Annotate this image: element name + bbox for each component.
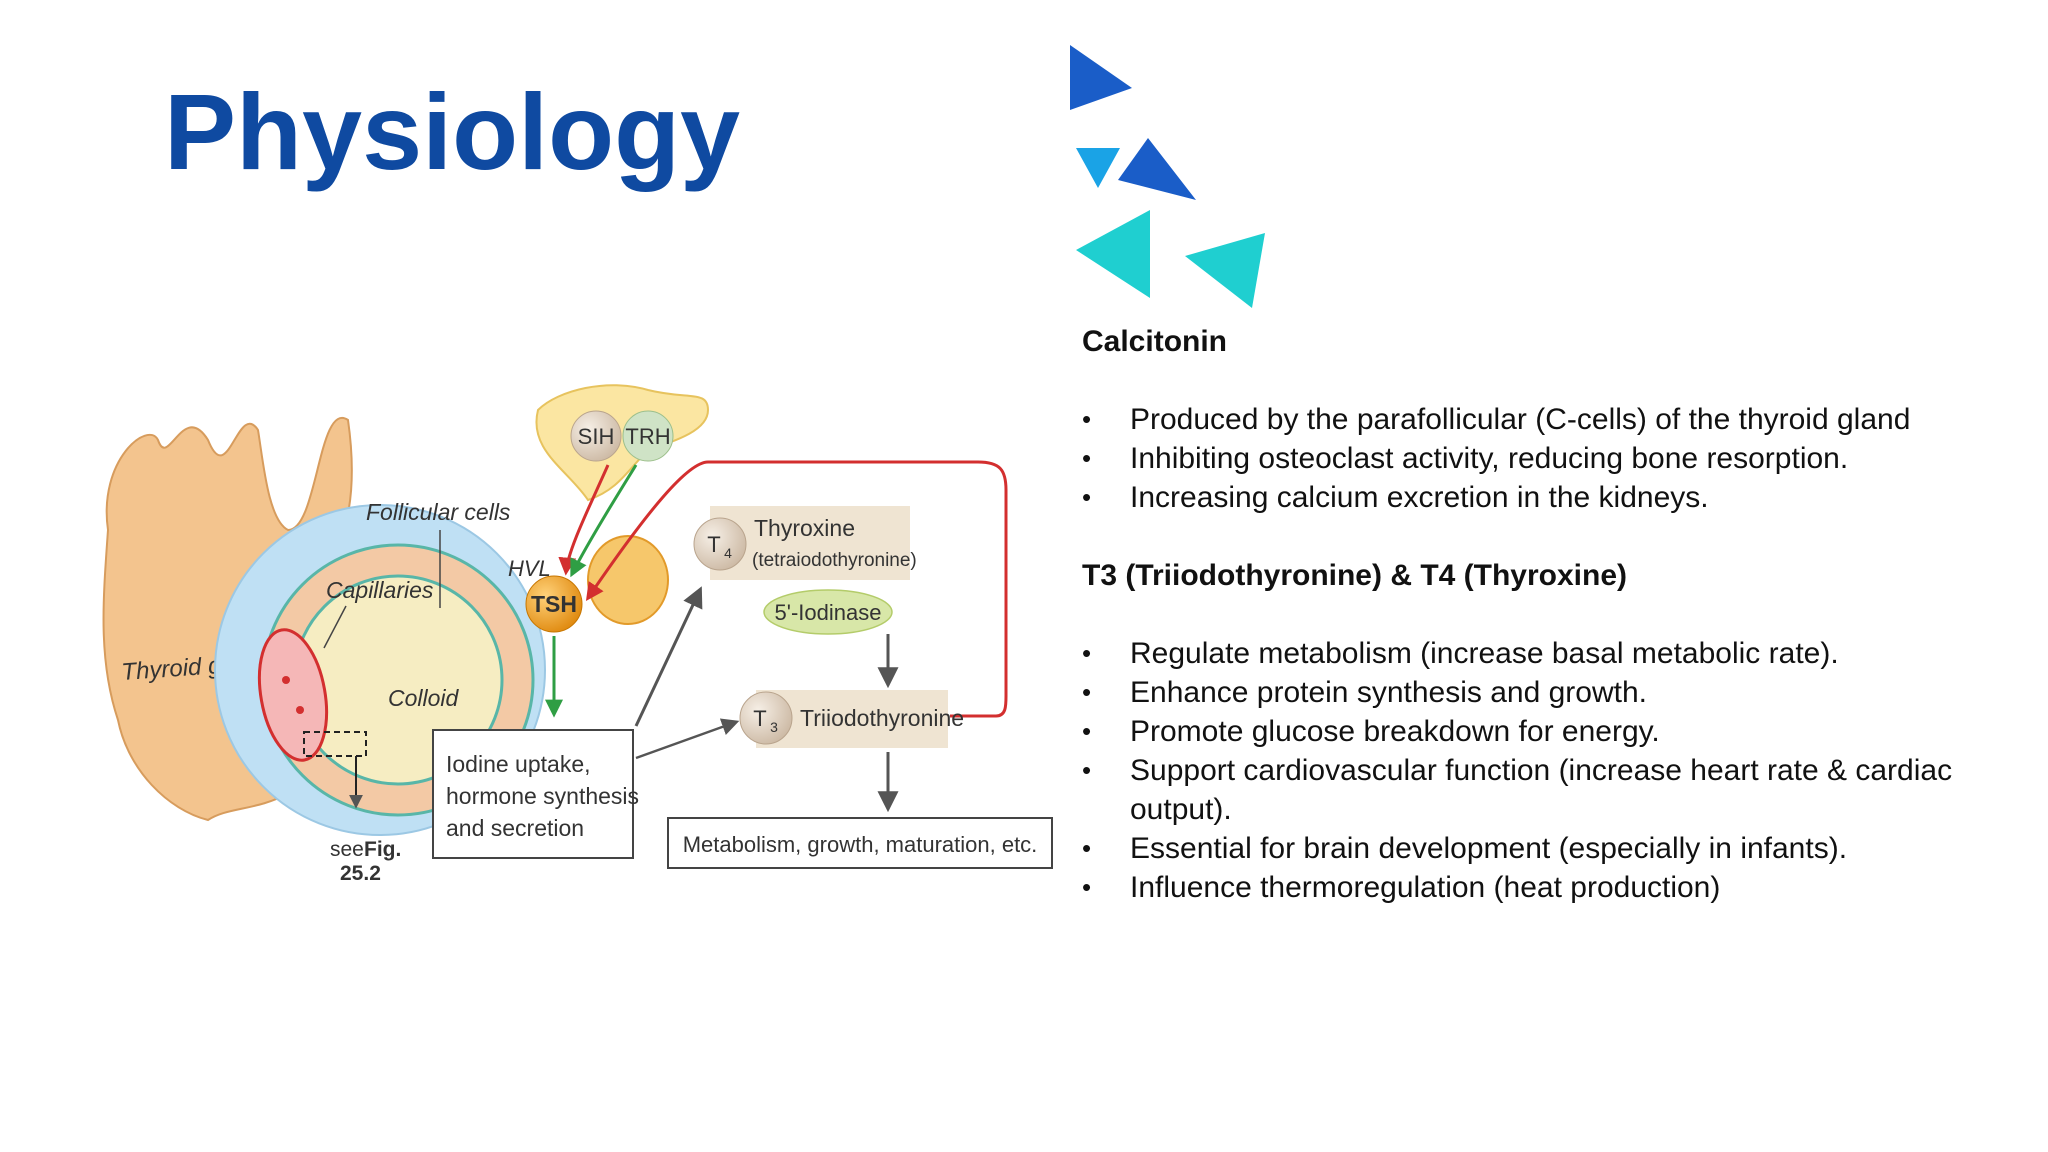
effects-label: Metabolism, growth, maturation, etc.: [683, 832, 1038, 857]
t3-feedback-arrow: [585, 460, 1008, 718]
thyroxine-sub-label: (tetraiodothyronine): [752, 550, 917, 571]
list-item: Inhibiting osteoclast activity, reducing…: [1082, 439, 2002, 478]
tsh-label: TSH: [531, 591, 577, 617]
t4-circle: [693, 517, 747, 571]
t3-t4-heading: T3 (Triiodothyronine) & T4 (Thyroxine): [1082, 559, 1628, 592]
list-item: Produced by the parafollicular (C-cells)…: [1082, 400, 2002, 439]
trh-label: TRH: [625, 424, 670, 449]
hypothalamus-shape: [535, 384, 710, 502]
trh-stimulation-arrow: [570, 464, 638, 578]
trh-circle: [622, 410, 674, 462]
t3-circle: [739, 691, 793, 745]
triiodothyronine-label: Triiodothyronine: [800, 705, 964, 731]
follicle-detail-box: [303, 731, 367, 757]
triangle-cyan-1: [1076, 210, 1150, 298]
capillary-shape: [257, 628, 329, 762]
list-item: Promote glucose breakdown for energy.: [1082, 712, 2002, 751]
t3-subscript: 3: [770, 719, 778, 735]
list-item: Increasing calcium excretion in the kidn…: [1082, 478, 2002, 517]
hvl-label: HVL: [508, 556, 551, 581]
thyroxine-label: Thyroxine: [754, 515, 855, 541]
uptake-line-1: Iodine uptake,: [446, 751, 591, 777]
triangle-light-blue: [1076, 148, 1120, 188]
uptake-line-2: hormone synthesis: [446, 783, 639, 809]
t3-t4-list: Regulate metabolism (increase basal meta…: [1082, 634, 2002, 907]
pituitary-shape: [587, 535, 669, 625]
triangle-cyan-2: [1185, 233, 1265, 308]
iodinase-ellipse: [763, 589, 893, 635]
follicular-cells-label: Follicular cells: [366, 499, 511, 525]
iodinase-label: 5'-Iodinase: [775, 600, 882, 625]
triangle-dark-blue-2: [1118, 138, 1196, 200]
list-item: Regulate metabolism (increase basal meta…: [1082, 634, 2002, 673]
uptake-line-3: and secretion: [446, 815, 584, 841]
list-item: Enhance protein synthesis and growth.: [1082, 673, 2002, 712]
decorative-triangles: [1070, 45, 1265, 308]
text-panel: Calcitonin Produced by the parafollicula…: [1082, 322, 2002, 946]
thyroid-physiology-figure: Thyroid gland Follicular cells Capillari…: [102, 384, 1053, 885]
colloid-label: Colloid: [388, 685, 460, 711]
t3-symbol: T: [753, 706, 766, 731]
calcitonin-list: Produced by the parafollicular (C-cells)…: [1082, 400, 2002, 517]
t4-subscript: 4: [724, 545, 732, 561]
sih-inhibition-arrow: [558, 464, 610, 576]
list-item: Support cardiovascular function (increas…: [1082, 751, 2002, 829]
t4-symbol: T: [707, 532, 720, 557]
sih-circle: [570, 410, 622, 462]
fig-number-label: 25.2: [340, 862, 381, 885]
fig-label: Fig.: [364, 838, 401, 861]
effects-box: [667, 817, 1053, 869]
sih-label: SIH: [578, 424, 615, 449]
box-to-t4-arrow: [634, 586, 703, 727]
tsh-circle: [525, 575, 583, 633]
iodine-uptake-box: [432, 729, 634, 859]
list-item: Essential for brain development (especia…: [1082, 829, 2002, 868]
slide-title: Physiology: [164, 71, 741, 192]
capillaries-label: Capillaries: [326, 577, 434, 603]
see-label: see: [330, 838, 364, 861]
list-item: Influence thermoregulation (heat product…: [1082, 868, 2002, 907]
box-to-t3-arrow: [635, 718, 740, 760]
calcitonin-heading: Calcitonin: [1082, 325, 1228, 358]
triangle-dark-blue-1: [1070, 45, 1132, 110]
